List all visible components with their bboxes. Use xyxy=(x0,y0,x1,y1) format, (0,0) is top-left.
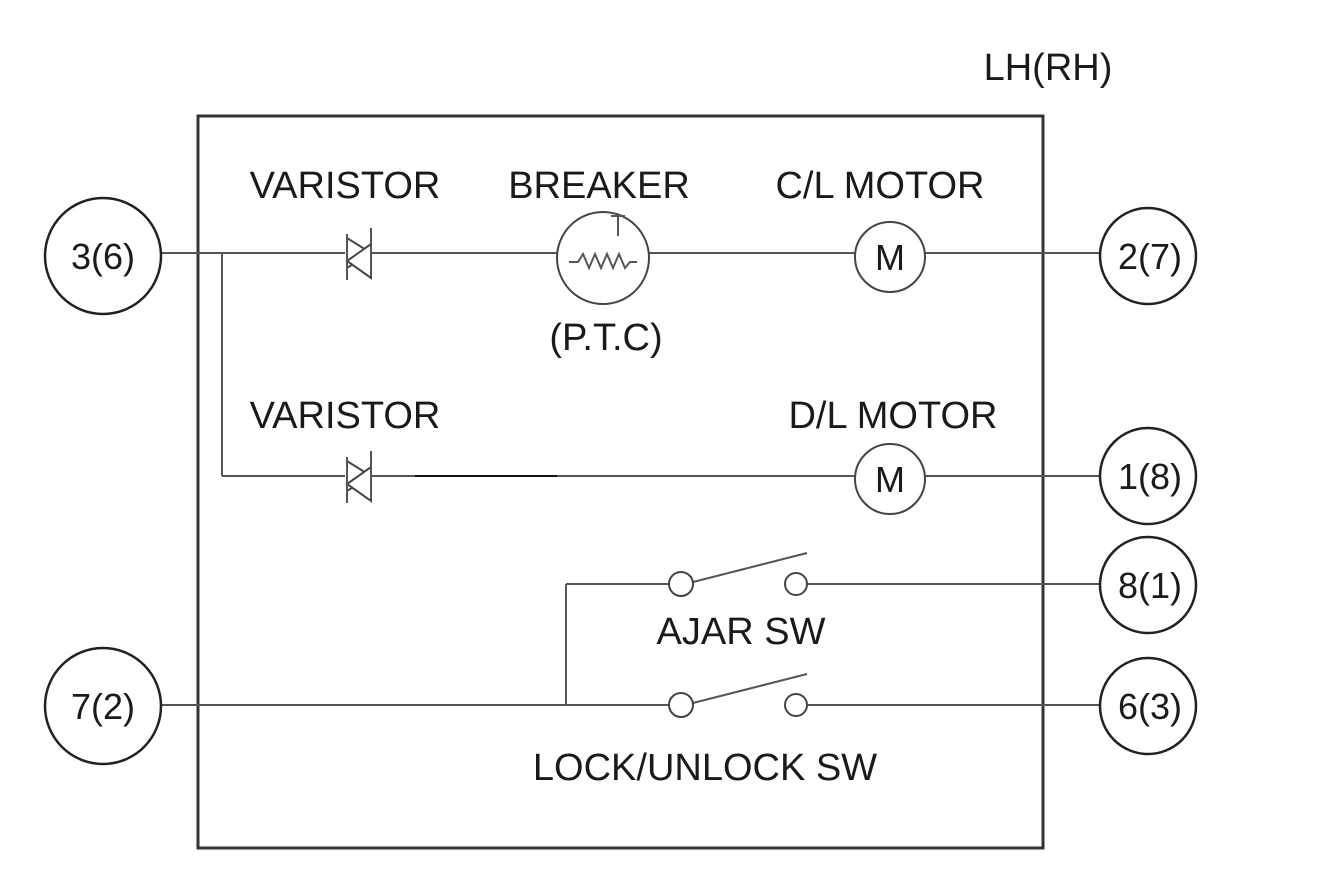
pin-left-bottom: 7(2) xyxy=(43,646,163,766)
ptc-label: (P.T.C) xyxy=(549,317,662,359)
wiring xyxy=(160,252,1100,706)
lock-unlock-switch-symbol xyxy=(668,673,808,718)
dl-motor-symbol: M xyxy=(854,443,926,515)
pin-right-lock-label: 6(3) xyxy=(1118,686,1182,727)
pin-left-top-label: 3(6) xyxy=(71,236,135,277)
actuator-housing xyxy=(196,114,1045,850)
pin-right-dl-label: 1(8) xyxy=(1118,456,1182,497)
varistor-bottom-symbol xyxy=(345,451,373,503)
varistor-top-label: VARISTOR xyxy=(250,165,441,207)
pin-right-cl: 2(7) xyxy=(1098,206,1198,306)
cl-motor-symbol: M xyxy=(854,221,926,293)
varistor-bottom-label: VARISTOR xyxy=(250,395,441,437)
breaker-ptc-symbol xyxy=(556,211,650,305)
cl-motor-m-label: M xyxy=(875,237,905,278)
pin-right-dl: 1(8) xyxy=(1098,426,1198,526)
pin-right-lock: 6(3) xyxy=(1098,656,1198,756)
cl-motor-label: C/L MOTOR xyxy=(775,165,984,207)
side-label: LH(RH) xyxy=(984,47,1113,89)
ajar-sw-label: AJAR SW xyxy=(657,611,826,653)
pin-left-top: 3(6) xyxy=(43,196,163,316)
ajar-switch-symbol xyxy=(668,552,808,597)
dl-motor-label: D/L MOTOR xyxy=(788,395,997,437)
breaker-label: BREAKER xyxy=(508,165,690,207)
pin-left-bottom-label: 7(2) xyxy=(71,686,135,727)
varistor-top-symbol xyxy=(345,228,373,280)
pin-right-cl-label: 2(7) xyxy=(1118,236,1182,277)
lock-unlock-sw-label: LOCK/UNLOCK SW xyxy=(533,747,877,789)
pin-right-ajar-label: 8(1) xyxy=(1118,565,1182,606)
pin-right-ajar: 8(1) xyxy=(1098,535,1198,635)
dl-motor-m-label: M xyxy=(875,459,905,500)
